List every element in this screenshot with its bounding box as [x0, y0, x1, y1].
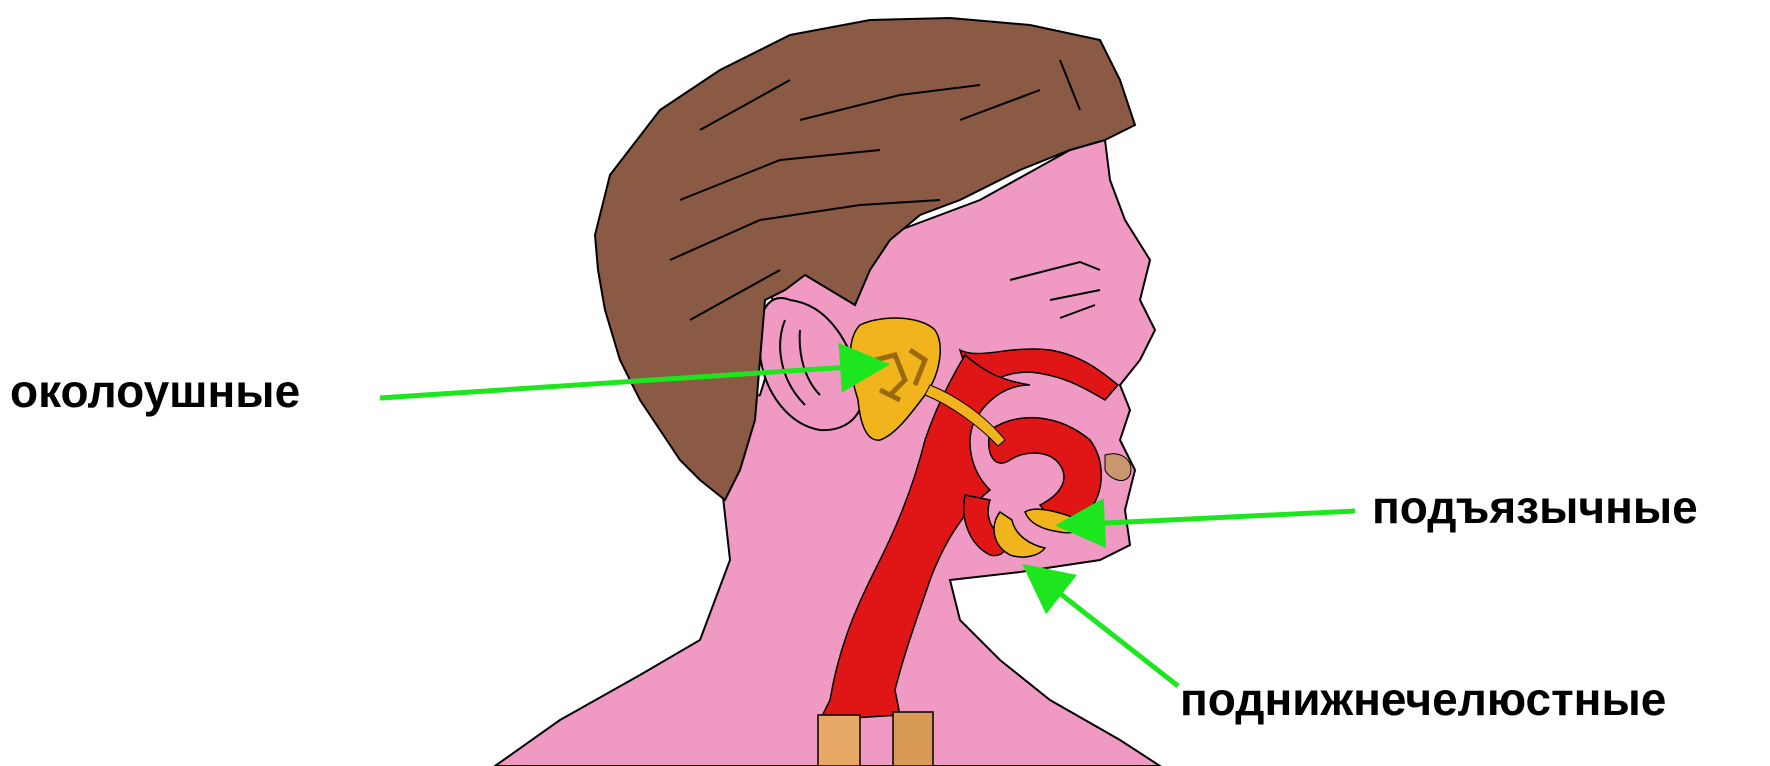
label-submandibular-glands: поднижнечелюстные	[1180, 676, 1666, 722]
label-parotid-glands: околоушные	[10, 368, 300, 414]
label-sublingual-glands: подъязычные	[1372, 484, 1698, 530]
arrow-submandibular	[1030, 570, 1178, 686]
trachea-right	[893, 712, 933, 766]
trachea-left	[818, 715, 860, 766]
